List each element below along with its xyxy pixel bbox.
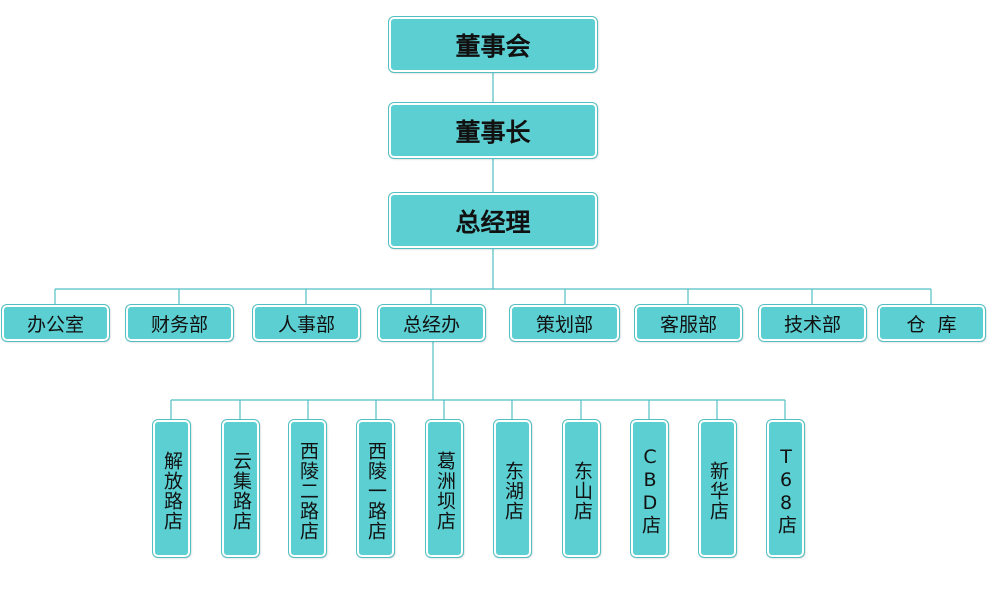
dept-finance: 财务部: [125, 304, 234, 342]
dept-label: 仓 库: [906, 313, 957, 336]
store-label: 西陵一路店: [365, 440, 387, 541]
store-xinhua: 新华店: [698, 419, 737, 558]
store-label: 东山店: [571, 460, 593, 521]
dept-label: 总经办: [402, 313, 460, 336]
store-label: 解放路店: [161, 450, 183, 531]
store-label: 新华店: [707, 460, 729, 521]
store-gezhouba: 葛洲坝店: [425, 419, 464, 558]
store-label: 东湖店: [502, 460, 524, 521]
dept-office: 办公室: [1, 304, 110, 342]
store-xiling-2nd-road: 西陵二路店: [288, 419, 327, 558]
dept-customer-service: 客服部: [634, 304, 743, 342]
store-label: 葛洲坝店: [434, 450, 456, 531]
store-xiling-1st-road: 西陵一路店: [356, 419, 395, 558]
chairman-label: 董事长: [455, 117, 531, 147]
store-dongshan: 东山店: [562, 419, 601, 558]
dept-warehouse: 仓 库: [877, 304, 986, 342]
dept-label: 办公室: [26, 313, 84, 336]
store-t68: T68店: [766, 419, 805, 558]
dept-technology: 技术部: [758, 304, 867, 342]
dept-gm-office: 总经办: [377, 304, 486, 342]
dept-planning: 策划部: [509, 304, 620, 342]
store-cbd: CBD店: [630, 419, 669, 558]
dept-label: 人事部: [277, 313, 335, 336]
store-label: T68店: [775, 446, 797, 535]
store-yunji-road: 云集路店: [221, 419, 260, 558]
general-manager-label: 总经理: [455, 207, 531, 237]
general-manager-box: 总经理: [388, 192, 598, 249]
store-label: 云集路店: [230, 450, 252, 531]
dept-hr: 人事部: [252, 304, 361, 342]
store-label: CBD店: [639, 446, 661, 535]
chairman-box: 董事长: [388, 102, 598, 159]
dept-label: 客服部: [659, 313, 717, 336]
dept-label: 技术部: [783, 313, 841, 336]
store-donghu: 东湖店: [493, 419, 532, 558]
dept-label: 财务部: [150, 313, 208, 336]
dept-label: 策划部: [535, 313, 593, 336]
board-label: 董事会: [455, 31, 531, 61]
board-box: 董事会: [388, 16, 598, 73]
store-label: 西陵二路店: [297, 440, 319, 541]
store-jiefang-road: 解放路店: [152, 419, 191, 558]
